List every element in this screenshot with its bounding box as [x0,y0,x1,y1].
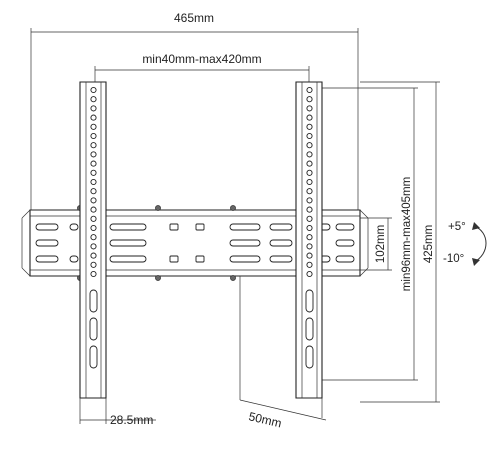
arm-hole [90,151,97,158]
arm-hole [90,215,97,222]
arm-hole [306,243,313,250]
arm-hole [90,270,97,278]
arm-hole [306,142,313,149]
arm-hole [306,132,313,140]
arm-hole [306,160,313,167]
rail-slots-middle [35,239,355,247]
arm-hole [90,178,97,186]
tilt-indicator: +5° -10° [443,221,487,266]
vesa-vertical-label: min96mm-max405mm [401,177,413,291]
arm-width-dimension: 28.5mm [79,398,156,427]
arm-hole [306,270,313,278]
left-arm-holes [90,86,97,278]
overall-width-label: 465mm [174,11,214,25]
arm-width-label: 28.5mm [110,413,153,427]
vesa-horizontal-label: min40mm-max420mm [142,52,261,66]
left-vertical-arm [79,81,107,399]
arm-hole [90,206,97,213]
rail-height-dimension: 102mm [360,217,392,271]
arm-hole [306,206,313,213]
rail-slots-bottom [35,255,355,263]
arm-hole [306,197,313,204]
arm-hole [90,86,97,94]
arm-hole [306,86,313,94]
arm-hole [306,114,313,121]
vesa-horizontal-dimension: min40mm-max420mm [94,52,310,86]
arm-hole [306,261,313,268]
arm-hole [90,142,97,149]
arm-hole [90,197,97,204]
arm-hole [306,169,313,176]
arm-hole [306,252,313,259]
arm-hole [90,252,97,259]
arm-hole [90,224,97,232]
arm-hole [306,105,313,112]
overall-width-dimension: 465mm [30,11,359,214]
arm-hole [306,234,313,241]
arm-hole [90,160,97,167]
arm-hole [90,234,97,241]
arm-hole [90,114,97,121]
vesa-vertical-dimension: min96mm-max405mm [314,87,418,381]
arm-hole [306,151,313,158]
arm-hole [306,215,313,222]
arm-hole [90,132,97,140]
overall-height-dimension: 425mm [360,81,440,403]
arm-hole [90,105,97,112]
arm-hole [90,96,97,103]
left-arm-lower-slots [89,289,98,369]
right-arm-holes [306,86,313,278]
right-arm-lower-slots [305,289,314,369]
rail-height-label: 102mm [375,225,387,263]
arm-hole [90,243,97,250]
arm-hole [90,169,97,176]
right-vertical-arm [295,81,323,399]
arm-hole [306,178,313,186]
tilt-down-label: -10° [443,253,464,265]
arm-hole [306,224,313,232]
arm-hole [306,123,313,130]
arm-hole [90,261,97,268]
overall-height-label: 425mm [423,225,435,263]
rail-slots-top [35,223,355,231]
arm-hole [306,188,313,195]
tilt-up-label: +5° [448,221,466,233]
arm-hole [90,188,97,195]
arm-hole [90,123,97,130]
arm-hole [306,96,313,103]
wall-distance-label: 50mm [247,409,283,430]
